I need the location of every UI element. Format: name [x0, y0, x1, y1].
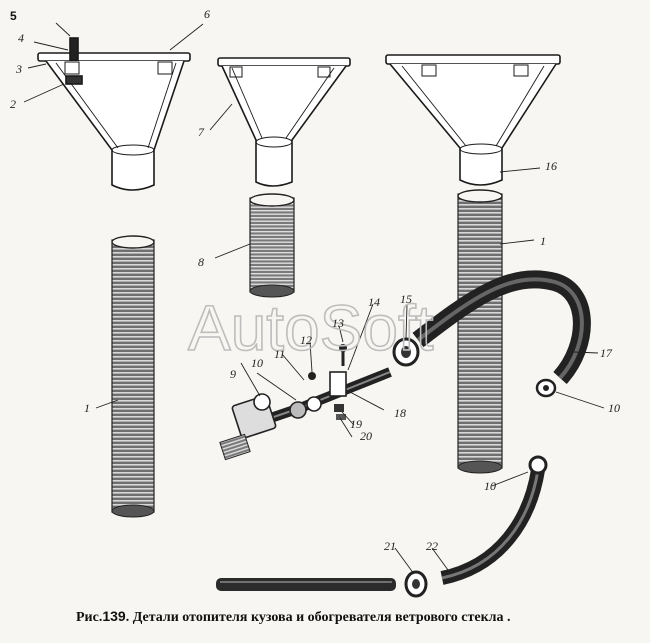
callout-1-right: 1: [540, 234, 546, 248]
corrugated-hose-right: [457, 189, 503, 474]
corrugated-hose-short: [249, 193, 295, 298]
callout-14: 14: [368, 295, 380, 309]
callout-21: 21: [384, 539, 396, 553]
air-nozzle-right: [385, 54, 561, 186]
callout-22: 22: [426, 539, 438, 553]
callout-4: 4: [18, 31, 24, 45]
callout-11: 11: [274, 347, 285, 361]
curved-hose-lower: [440, 455, 548, 585]
callout-10-lower: 10: [484, 479, 496, 493]
callout-19: 19: [350, 417, 362, 431]
heater-tap-assembly: [219, 344, 392, 461]
leader-lines: [23, 22, 605, 575]
callout-2: 2: [10, 97, 16, 111]
curved-hose-upper: [392, 270, 591, 385]
callout-8: 8: [198, 255, 204, 269]
figure-number-prefix: Рис.: [76, 610, 103, 625]
figure-caption: Рис.139. Детали отопителя кузова и обогр…: [76, 608, 596, 626]
callout-1-left: 1: [84, 401, 90, 415]
callout-13: 13: [332, 316, 344, 330]
callout-16: 16: [545, 159, 557, 173]
callout-9: 9: [230, 367, 236, 381]
callout-7: 7: [198, 125, 205, 139]
air-nozzle-left: [37, 37, 191, 191]
straight-hose-bottom: [216, 570, 428, 598]
callout-3: 3: [15, 62, 22, 76]
air-nozzle-middle: [217, 57, 351, 187]
callout-12: 12: [300, 333, 312, 347]
callout-18: 18: [394, 406, 406, 420]
callout-5: 5: [10, 9, 17, 23]
figure-number: 139: [102, 608, 126, 624]
watermark: AutoSoft: [188, 292, 434, 364]
corrugated-hose-left: [111, 235, 155, 518]
callout-6: 6: [204, 7, 210, 21]
callout-labels: 5 4 3 2 6 7 8 16 1 1 15 14 13 12 11 10 9…: [10, 7, 620, 553]
callout-17: 17: [600, 346, 613, 360]
callout-10-tap: 10: [251, 356, 263, 370]
callout-20: 20: [360, 429, 372, 443]
figure-caption-text: . Детали отопителя кузова и обогревателя…: [125, 610, 511, 625]
callout-15: 15: [400, 292, 412, 306]
callout-10-right: 10: [608, 401, 620, 415]
hose-clamp-right: [535, 378, 557, 398]
